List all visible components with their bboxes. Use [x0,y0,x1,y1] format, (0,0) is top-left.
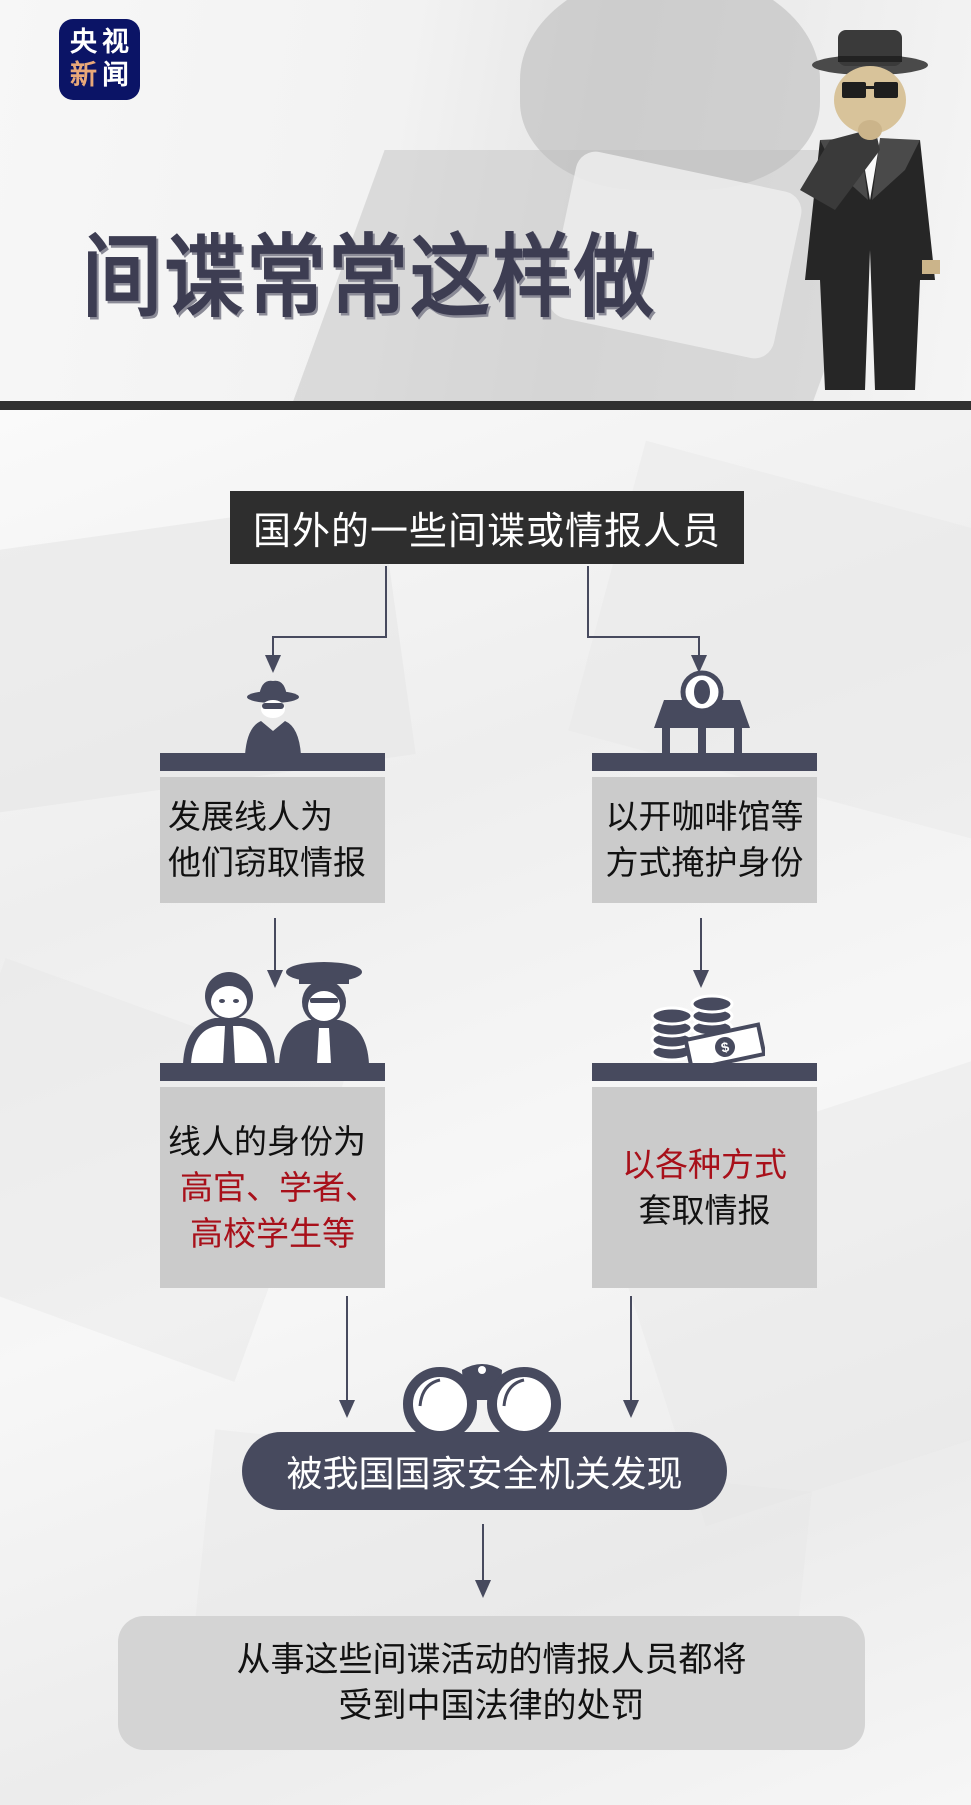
binoculars-icon [403,1364,561,1438]
connector-line [700,918,702,974]
logo-char: 闻 [102,59,129,91]
discovery-banner: 被我国国家安全机关发现 [242,1432,727,1510]
shelf-bar [592,753,817,771]
arrow-down-icon [693,970,709,988]
card-text: 以开咖啡馆等 [605,797,804,836]
connector-line [587,566,589,638]
card-highlight-text: 高官、学者、 [180,1167,378,1207]
logo-char: 央 [70,27,97,59]
card-highlight-text: 高校学生等 [190,1213,355,1253]
connector-line [630,1296,632,1404]
arrow-down-icon [267,970,283,988]
connector-line [272,636,387,638]
spy-icon [245,680,301,755]
header-divider [0,401,971,410]
arrow-down-icon [475,1580,491,1598]
card-text: 方式掩护身份 [605,843,804,882]
step-card-obtain-intel: 以各种方式 套取情报 [592,1087,817,1288]
card-text: 套取情报 [638,1190,771,1230]
logo-char: 新 [70,59,97,91]
conclusion-text: 从事这些间谍活动的情报人员都将 [236,1640,747,1680]
logo-char: 视 [102,27,129,59]
coffee-shop-icon [654,670,750,755]
background-hat-shadow [520,0,820,190]
connector-line [346,1296,348,1404]
step-card-cover-identity: 以开咖啡馆等 方式掩护身份 [592,777,817,903]
arrow-down-icon [691,655,707,673]
step-card-informant-identity: 线人的身份为 高官、学者、 高校学生等 [160,1087,385,1288]
cctv-news-logo: 央 视 新 闻 [59,19,140,100]
arrow-down-icon [339,1400,355,1418]
arrow-down-icon [623,1400,639,1418]
shelf-bar [592,1063,817,1081]
conclusion-box: 从事这些间谍活动的情报人员都将 受到中国法律的处罚 [118,1616,865,1750]
card-highlight-text: 以各种方式 [622,1144,787,1184]
card-text: 线人的身份为 [168,1121,366,1161]
shelf-bar [160,753,385,771]
card-text: 他们窃取情报 [168,843,366,882]
step-card-develop-informants: 发展线人为 他们窃取情报 [160,777,385,903]
source-box: 国外的一些间谍或情报人员 [230,491,744,564]
shelf-bar [160,1063,385,1081]
card-text: 发展线人为 [168,797,333,836]
money-icon: $ [650,994,765,1064]
connector-line [272,636,274,658]
arrow-down-icon [265,655,281,673]
connector-line [274,918,276,974]
page-title: 间谍常常这样做 [82,225,656,330]
connector-line [385,566,387,638]
header-banner [0,0,971,401]
spy-figure-icon [800,30,940,390]
informants-icon [183,962,369,1064]
svg-text:$: $ [720,1038,731,1055]
connector-line [482,1524,484,1584]
conclusion-text: 受到中国法律的处罚 [338,1686,645,1726]
connector-line [587,636,700,638]
connector-line [698,636,700,658]
